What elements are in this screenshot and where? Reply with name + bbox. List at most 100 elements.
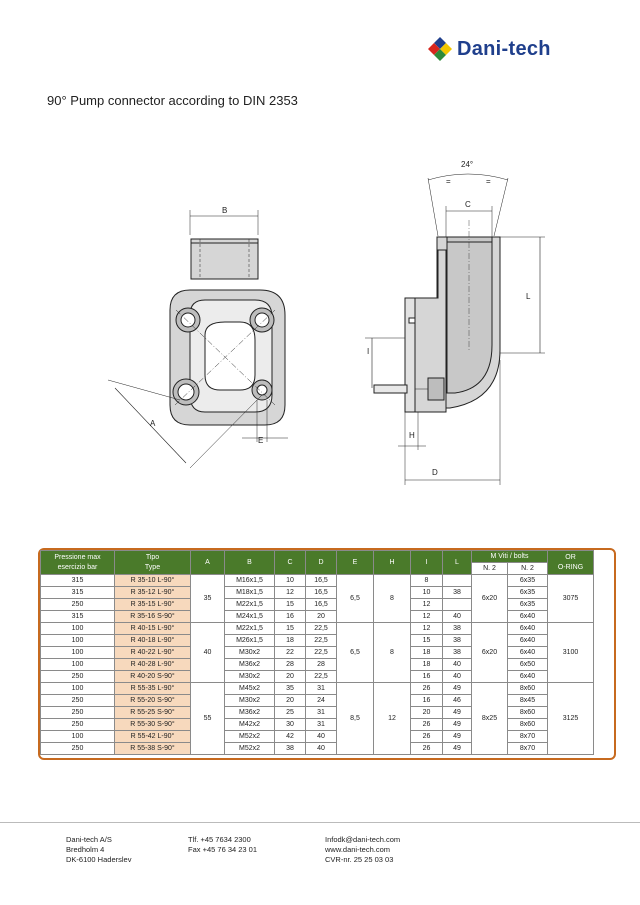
cell-tipo: R 35-10 L-90°	[114, 574, 191, 587]
cell-c: 22	[274, 646, 306, 659]
cell-tipo: R 40-20 S-90°	[114, 670, 191, 683]
cell-c: 12	[274, 586, 306, 599]
cell-c: 15	[274, 622, 306, 635]
cell-tipo: R 55-25 S-90°	[114, 706, 191, 719]
footer-contact: Infodk@dani-tech.com www.dani-tech.com C…	[325, 835, 400, 865]
cell-viti: 8x25	[471, 682, 508, 755]
dim-label-d: D	[432, 468, 438, 477]
cell-l: 49	[442, 742, 472, 755]
cell-pressure: 100	[40, 730, 115, 743]
footer-street: Bredholm 4	[66, 845, 105, 854]
cell-b: M52x2	[224, 730, 275, 743]
cell-e: 6,5	[336, 574, 374, 623]
cell-pressure: 250	[40, 670, 115, 683]
dim-label-eq2: =	[486, 177, 491, 186]
cell-pressure: 100	[40, 622, 115, 635]
cell-l: 38	[442, 634, 472, 647]
cell-i: 8	[410, 574, 443, 587]
cell-c: 18	[274, 634, 306, 647]
cell-l: 49	[442, 730, 472, 743]
footer-address: Dani-tech A/S Bredholm 4 DK-6100 Hadersl…	[66, 835, 131, 865]
footer-phone: Tlf. +45 7634 2300 Fax +45 76 34 23 01	[188, 835, 257, 855]
header-l: L	[442, 550, 472, 575]
cell-d: 24	[305, 694, 337, 707]
cell-i: 15	[410, 634, 443, 647]
cell-tipo: R 55-20 S-90°	[114, 694, 191, 707]
cell-l: 40	[442, 670, 472, 683]
cell-tipo: R 35-16 S-90°	[114, 610, 191, 623]
cell-tipo: R 55-42 L-90°	[114, 730, 191, 743]
brand-logo: Dani-tech	[427, 36, 551, 62]
cell-l: 46	[442, 694, 472, 707]
cell-l	[442, 598, 472, 611]
header-e: E	[336, 550, 374, 575]
cell-b: M52x2	[224, 742, 275, 755]
cell-pressure: 315	[40, 574, 115, 587]
cell-b: M22x1,5	[224, 598, 275, 611]
cell-b: M26x1,5	[224, 634, 275, 647]
cell-c: 38	[274, 742, 306, 755]
cell-d: 31	[305, 706, 337, 719]
cell-i: 16	[410, 694, 443, 707]
footer-divider	[0, 822, 640, 823]
cell-l	[442, 574, 472, 587]
cell-i: 26	[410, 718, 443, 731]
cell-i: 26	[410, 682, 443, 695]
cell-n2: 8x70	[507, 730, 548, 743]
cell-l: 38	[442, 622, 472, 635]
cell-l: 49	[442, 706, 472, 719]
footer-company: Dani-tech A/S	[66, 835, 112, 844]
cell-b: M30x2	[224, 670, 275, 683]
cell-or: 3075	[547, 574, 594, 623]
cell-pressure: 315	[40, 586, 115, 599]
cell-a: 35	[190, 574, 225, 623]
cell-or: 3100	[547, 622, 594, 683]
cell-e: 6,5	[336, 622, 374, 683]
cell-c: 20	[274, 694, 306, 707]
cell-b: M16x1,5	[224, 574, 275, 587]
dim-label-l: L	[526, 292, 531, 301]
cell-n2: 6x50	[507, 658, 548, 671]
cell-l: 38	[442, 586, 472, 599]
footer-website: www.dani-tech.com	[325, 845, 391, 854]
cell-n2: 6x35	[507, 598, 548, 611]
cell-tipo: R 35-12 L-90°	[114, 586, 191, 599]
cell-d: 31	[305, 682, 337, 695]
cell-i: 20	[410, 706, 443, 719]
header-d: D	[305, 550, 337, 575]
cell-h: 8	[373, 622, 411, 683]
header-viti: M Viti / bolts	[471, 550, 548, 563]
cell-b: M18x1,5	[224, 586, 275, 599]
cell-h: 8	[373, 574, 411, 623]
cell-i: 12	[410, 598, 443, 611]
cell-c: 10	[274, 574, 306, 587]
dim-label-b: B	[222, 206, 227, 215]
cell-l: 49	[442, 718, 472, 731]
header-i: I	[410, 550, 443, 575]
cell-b: M22x1,5	[224, 622, 275, 635]
cell-l: 38	[442, 646, 472, 659]
cell-d: 40	[305, 730, 337, 743]
cell-b: M30x2	[224, 646, 275, 659]
dim-label-angle: 24°	[461, 160, 473, 169]
cell-l: 40	[442, 610, 472, 623]
cell-n2: 8x60	[507, 706, 548, 719]
footer-city: DK-6100 Haderslev	[66, 855, 132, 864]
cell-n2: 6x40	[507, 622, 548, 635]
cell-b: M24x1,5	[224, 610, 275, 623]
cell-d: 22,5	[305, 622, 337, 635]
cell-n2: 8x60	[507, 718, 548, 731]
footer-fax: Fax +45 76 34 23 01	[188, 845, 258, 854]
cell-n2: 6x40	[507, 610, 548, 623]
cell-i: 26	[410, 742, 443, 755]
cell-n2: 8x45	[507, 694, 548, 707]
